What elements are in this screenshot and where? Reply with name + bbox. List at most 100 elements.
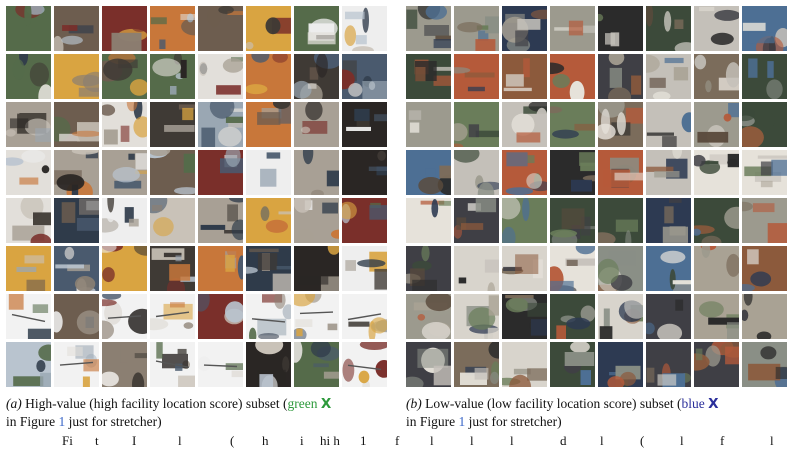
thumbnail-image [6,198,51,243]
caption-fragment: l [680,433,684,448]
thumbnail-image [646,150,691,195]
thumbnail-image [150,54,195,99]
caption-text: in Figure [6,414,59,429]
thumbnail-image [406,102,451,147]
caption-color-word: blue [681,396,705,411]
caption-fragment: d [560,433,567,448]
thumbnail-image [246,6,291,51]
thumbnail-image [502,342,547,387]
caption-fragment: l [510,433,514,448]
thumbnail-image [406,342,451,387]
thumbnail-image [150,150,195,195]
caption-fragment: ( [640,433,645,448]
thumbnail-image [646,246,691,291]
thumbnail-image [550,150,595,195]
thumbnail-image [6,294,51,339]
thumbnail-image [246,54,291,99]
thumbnail-image [454,342,499,387]
thumbnail-image [694,150,739,195]
thumbnail-image [454,198,499,243]
thumbnail-image [294,54,339,99]
caption-fragment: I [132,433,137,448]
thumbnail-image [694,294,739,339]
thumbnail-image [6,246,51,291]
thumbnail-image [294,342,339,387]
thumbnail-image [646,198,691,243]
panel-b-image-grid [406,6,787,387]
thumbnail-image [246,342,291,387]
caption-fragment: l [600,433,604,448]
thumbnail-image [406,294,451,339]
caption-fragment: l [430,433,434,448]
thumbnail-image [742,294,787,339]
thumbnail-image [598,294,643,339]
thumbnail-image [550,6,595,51]
thumbnail-image [550,342,595,387]
thumbnail-image [406,198,451,243]
thumbnail-image [646,54,691,99]
thumbnail-image [502,198,547,243]
thumbnail-image [102,150,147,195]
thumbnail-image [598,198,643,243]
thumbnail-image [646,6,691,51]
thumbnail-image [102,102,147,147]
thumbnail-image [598,246,643,291]
image-grid-high-value [6,6,387,387]
thumbnail-image [646,294,691,339]
thumbnail-image [54,6,99,51]
thumbnail-image [246,294,291,339]
thumbnail-image [646,342,691,387]
thumbnail-image [54,54,99,99]
subcaption-label: (b) [406,396,422,411]
thumbnail-image [502,150,547,195]
thumbnail-image [6,342,51,387]
thumbnail-image [342,102,387,147]
thumbnail-image [406,246,451,291]
marker-x-icon: X [708,396,719,412]
caption-panel-a: (a) High-value (high facility location s… [6,395,391,430]
thumbnail-image [294,6,339,51]
thumbnail-image [198,102,243,147]
figure-reference-link[interactable]: 1 [458,414,466,429]
caption-fragment: ( [230,433,235,448]
thumbnail-image [246,198,291,243]
thumbnail-image [150,342,195,387]
thumbnail-image [598,54,643,99]
thumbnail-image [198,150,243,195]
thumbnail-image [102,246,147,291]
thumbnail-image [694,6,739,51]
caption-panel-b: (b) Low-value (low facility location sco… [406,395,791,430]
thumbnail-image [598,6,643,51]
figure-caption-partial: Fi t I l ( h i hi h 1 f l l l d l ( l f … [0,433,798,449]
thumbnail-image [294,294,339,339]
caption-fragment: l [470,433,474,448]
thumbnail-image [742,102,787,147]
caption-color-word: green [287,396,318,411]
thumbnail-image [342,294,387,339]
thumbnail-image [502,294,547,339]
thumbnail-image [198,198,243,243]
thumbnail-image [742,342,787,387]
thumbnail-image [6,150,51,195]
thumbnail-image [342,246,387,291]
caption-fragment: 1 [360,433,367,448]
figure-reference-link[interactable]: 1 [58,414,66,429]
thumbnail-image [694,246,739,291]
thumbnail-image [454,150,499,195]
thumbnail-image [694,102,739,147]
thumbnail-image [294,246,339,291]
caption-fragment: l [178,433,182,448]
caption-text: just for stretcher) [465,414,562,429]
caption-text: in Figure [406,414,459,429]
thumbnail-image [454,294,499,339]
thumbnail-image [54,198,99,243]
marker-x-icon: X [320,396,332,412]
thumbnail-image [150,198,195,243]
thumbnail-image [294,150,339,195]
thumbnail-image [102,6,147,51]
thumbnail-image [742,54,787,99]
thumbnail-image [6,102,51,147]
thumbnail-image [342,198,387,243]
caption-fragment: f [395,433,400,448]
thumbnail-image [502,6,547,51]
